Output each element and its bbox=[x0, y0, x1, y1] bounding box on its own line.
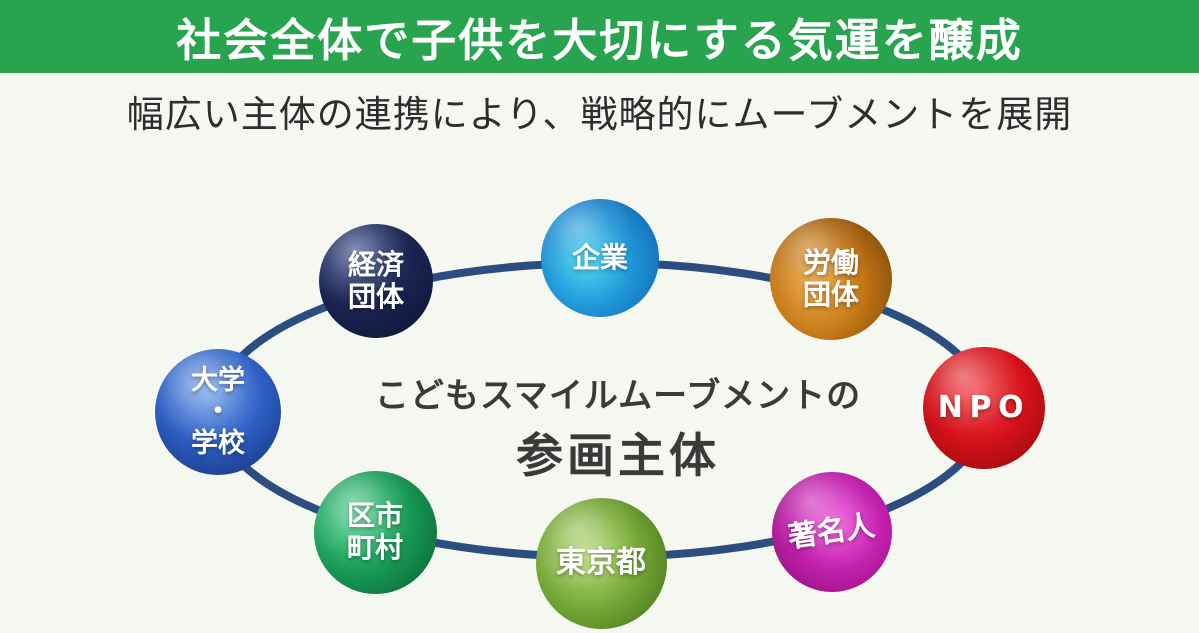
sphere-municipalities: 区市 町村 bbox=[313, 470, 437, 594]
sphere-labor-orgs: 労働 団体 bbox=[770, 218, 892, 340]
sphere-label-universities-schools: 大学 ・ 学校 bbox=[191, 365, 245, 459]
sphere-label-celebrities: 著名人 bbox=[786, 508, 878, 555]
sphere-tokyo-metropolitan: 東京都 bbox=[535, 497, 667, 629]
sphere-npo: NPO bbox=[923, 347, 1045, 469]
banner: 社会全体で子供を大切にする気運を醸成 bbox=[0, 0, 1199, 73]
sphere-companies: 企業 bbox=[541, 199, 659, 317]
diagram-center-label: こどもスマイルムーブメントの 参画主体 bbox=[375, 368, 861, 486]
subtitle: 幅広い主体の連携により、戦略的にムーブメントを展開 bbox=[126, 93, 1073, 136]
center-label-line2: 参画主体 bbox=[515, 429, 720, 484]
sphere-celebrities: 著名人 bbox=[772, 472, 892, 592]
sphere-label-tokyo-metropolitan: 東京都 bbox=[556, 544, 646, 580]
sphere-label-economic-orgs: 経済 団体 bbox=[347, 247, 404, 313]
sphere-label-npo: NPO bbox=[937, 389, 1031, 425]
sphere-label-municipalities: 区市 町村 bbox=[346, 498, 403, 564]
sphere-universities-schools: 大学 ・ 学校 bbox=[155, 349, 281, 475]
sphere-economic-orgs: 経済 団体 bbox=[319, 224, 433, 338]
sphere-label-labor-orgs: 労働 団体 bbox=[802, 245, 859, 311]
banner-title: 社会全体で子供を大切にする気運を醸成 bbox=[176, 14, 1023, 67]
sphere-label-companies: 企業 bbox=[571, 240, 628, 274]
center-label-line1: こどもスマイルムーブメントの bbox=[374, 376, 862, 416]
